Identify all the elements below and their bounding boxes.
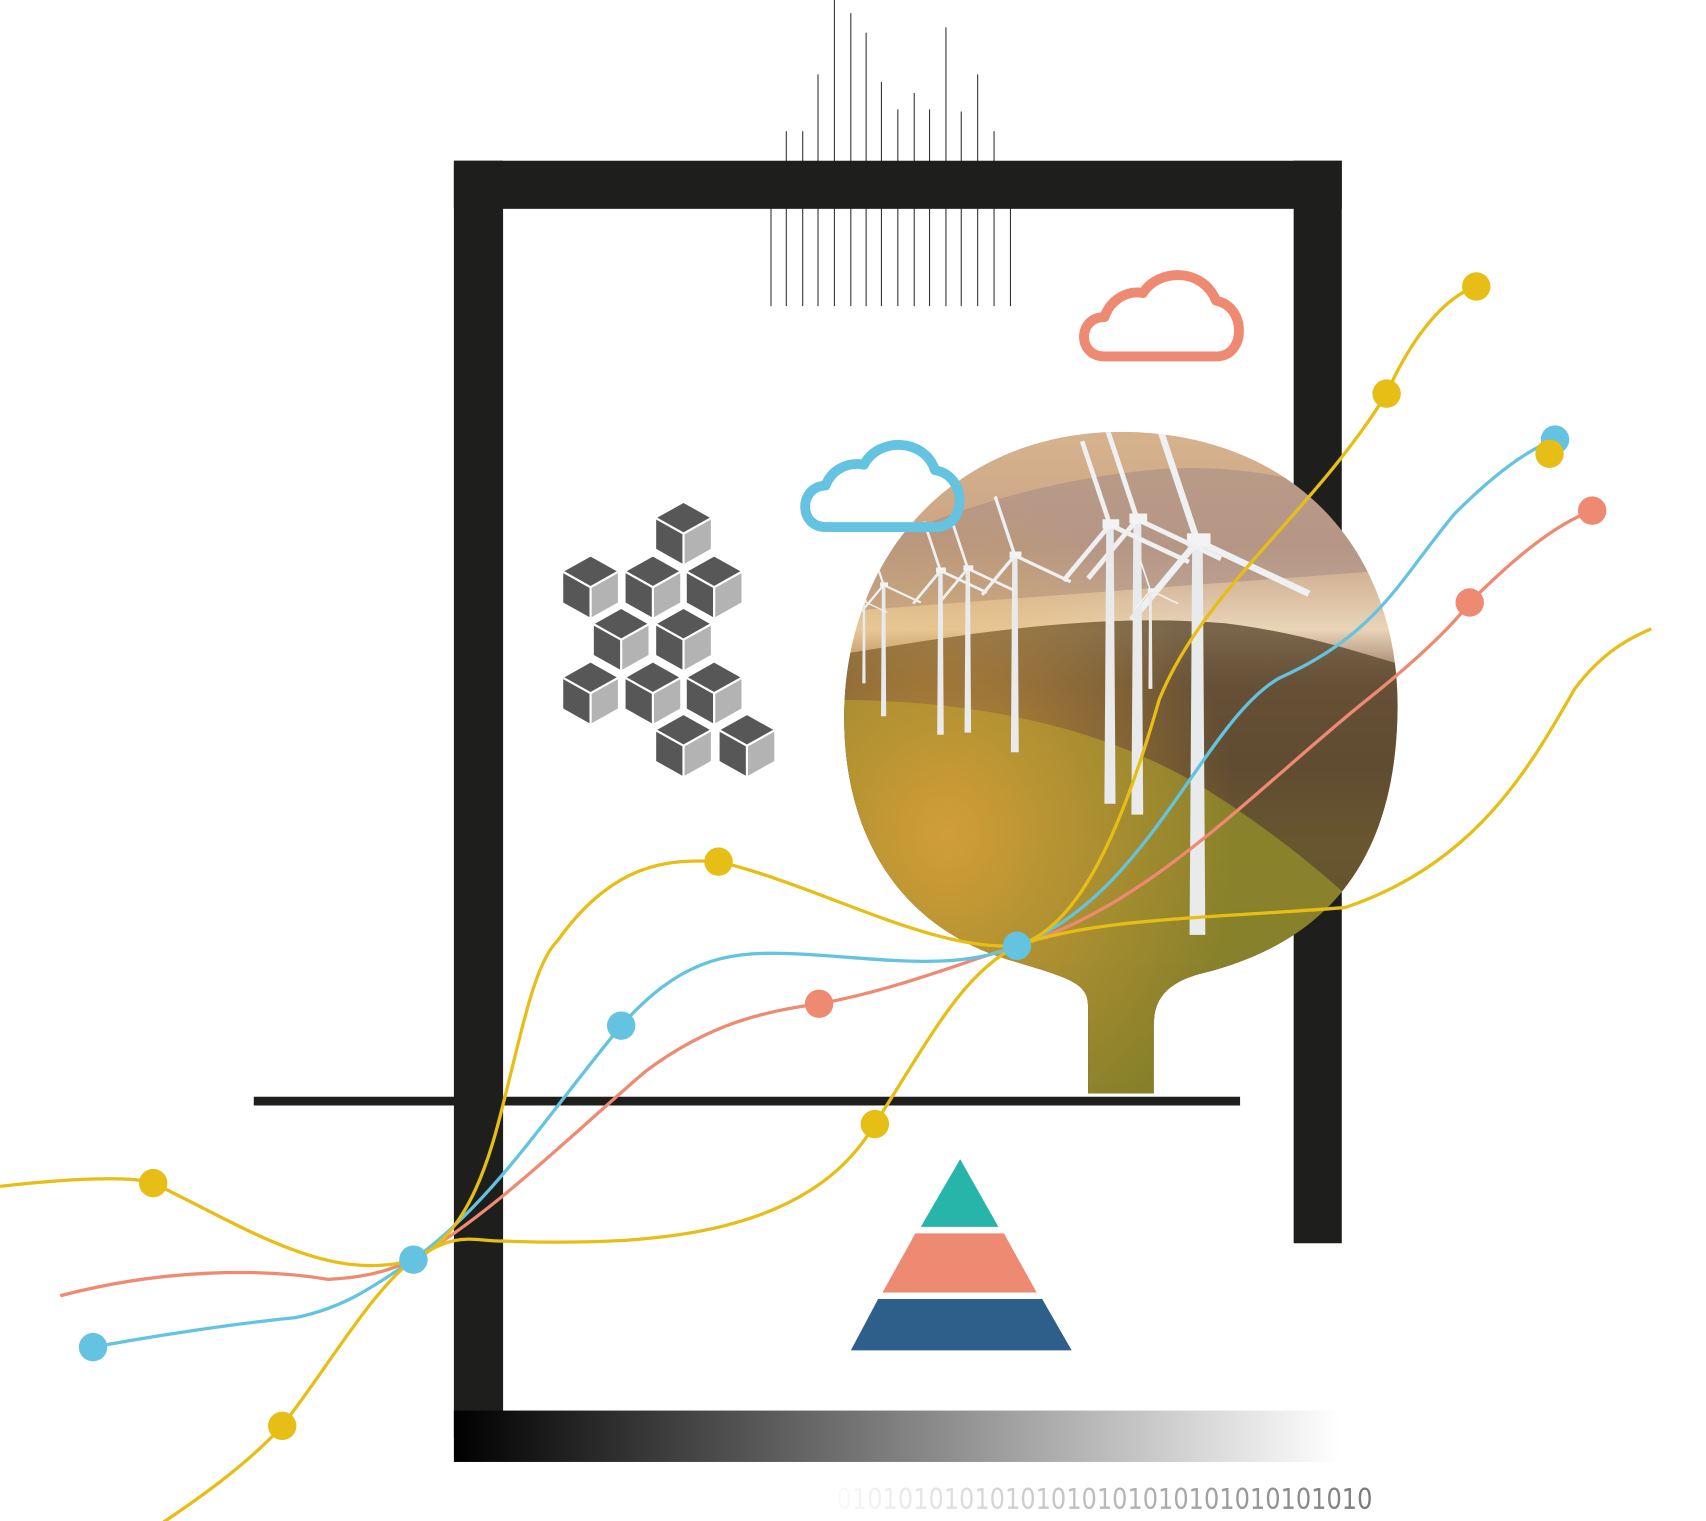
horizontal-line (253, 1096, 1241, 1106)
pyramid-icon (850, 1159, 1072, 1351)
blue-curve (92, 438, 1556, 1349)
gradient-bar (453, 1410, 1340, 1462)
cube-cluster-icon (562, 501, 776, 778)
vertical-lines-decoration (770, 0, 1012, 307)
yellow-curve-2 (162, 627, 1652, 1521)
yellow-curve-1 (0, 284, 1477, 1268)
binary-text: 01010101010101010101010101010101010 (837, 1483, 1373, 1516)
cloud-outline-salmon-icon (1079, 270, 1244, 362)
curve-points (78, 272, 1607, 1441)
cloud-outline-blue-icon (800, 439, 965, 532)
